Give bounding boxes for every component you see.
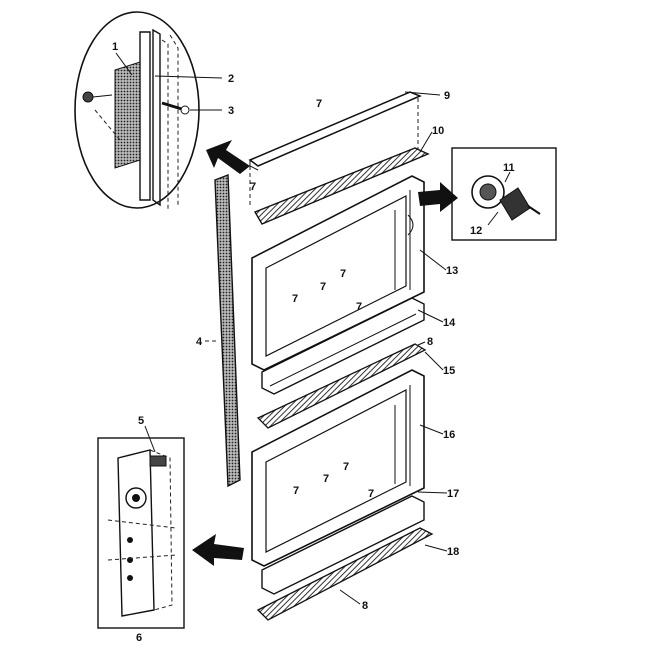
label-part-11: 11 xyxy=(503,162,515,174)
label-part-7: 7 xyxy=(316,98,322,110)
label-part-3: 3 xyxy=(228,105,234,117)
latch-detail-box xyxy=(451,147,557,241)
side-gasket-part-4 xyxy=(214,173,241,488)
screw-icon xyxy=(149,455,167,467)
hinge-detail-oval xyxy=(74,11,200,210)
label-part-7: 7 xyxy=(320,281,326,293)
hinge-bracket-detail-box xyxy=(97,437,185,629)
label-part-5: 5 xyxy=(138,415,144,427)
label-part-6: 6 xyxy=(136,632,142,644)
label-part-10: 10 xyxy=(432,125,444,137)
arrow-left-icon xyxy=(192,534,244,566)
label-part-9: 9 xyxy=(444,90,450,102)
bolt-icon xyxy=(161,101,190,115)
label-part-7: 7 xyxy=(250,181,256,193)
label-part-17: 17 xyxy=(447,488,459,500)
label-part-7: 7 xyxy=(323,473,329,485)
gasket-part-18 xyxy=(256,527,434,621)
label-part-1: 1 xyxy=(112,41,118,53)
label-part-15: 15 xyxy=(443,365,455,377)
label-part-14: 14 xyxy=(443,317,456,329)
arrow-up-left-icon xyxy=(206,140,250,174)
label-part-7: 7 xyxy=(293,485,299,497)
top-gasket-part-10 xyxy=(253,147,430,225)
label-part-7: 7 xyxy=(292,293,298,305)
label-part-8: 8 xyxy=(427,336,433,348)
label-part-13: 13 xyxy=(446,265,458,277)
label-part-4: 4 xyxy=(196,336,203,348)
label-part-8: 8 xyxy=(362,600,368,612)
label-part-12: 12 xyxy=(470,225,482,237)
screw-icon xyxy=(82,91,113,103)
label-part-7: 7 xyxy=(340,268,346,280)
label-part-7: 7 xyxy=(368,488,374,500)
label-part-7: 7 xyxy=(343,461,349,473)
arrow-right-icon xyxy=(418,182,458,212)
lower-door-frame xyxy=(251,369,425,595)
label-part-2: 2 xyxy=(228,73,234,85)
label-part-7: 7 xyxy=(356,301,362,313)
gasket-part-15 xyxy=(256,343,427,429)
label-part-16: 16 xyxy=(443,429,455,441)
upper-door-frame xyxy=(251,175,425,395)
label-part-18: 18 xyxy=(447,546,459,558)
